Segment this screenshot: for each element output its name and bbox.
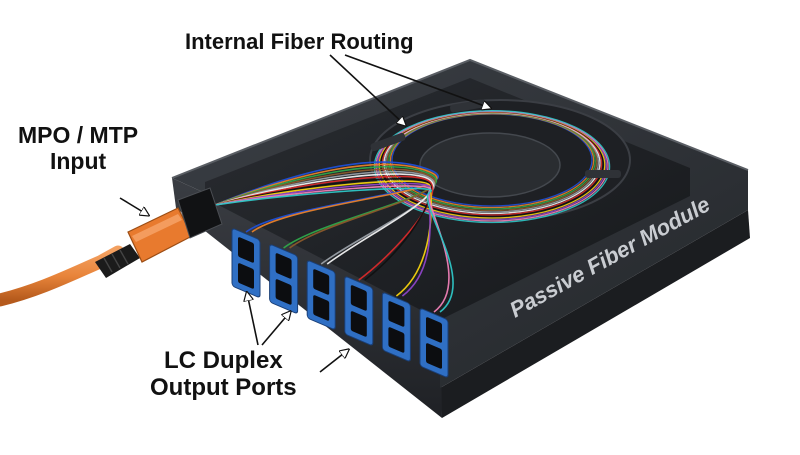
arrow-lc-output-2 [261,312,290,346]
lc-port-opening [238,237,254,263]
fiber-spool [369,99,631,224]
lc-port-opening [313,269,330,295]
fanout-fibers [214,161,454,313]
arrow-mpo-input [119,197,148,215]
lc-port-opening [238,263,254,289]
fanout-fiber-strand [214,182,431,297]
spool-clip-left [370,132,406,152]
lc-port-opening [388,301,405,327]
fanout-fiber-strand [214,180,433,297]
label-lc-line1: LC Duplex [163,347,283,374]
callout-arrows [119,54,490,373]
lc-adapter-row [231,228,449,378]
arrow-internal-routing-left [329,54,405,125]
fanout-fiber-strand [214,173,434,265]
mpo-strain-relief [95,244,140,278]
spool-hub [419,132,561,198]
housing-side-face [440,210,750,418]
label-mpo-line1: MPO / MTP [18,122,139,148]
lc-port-opening [388,327,405,353]
mpo-orange-cable [0,245,125,307]
mpo-strain-ribs [103,249,129,273]
fanout-fiber-strand [214,163,438,233]
fanout-fiber-strand [214,166,438,249]
mpo-port-bulkhead [177,187,223,239]
lc-port-opening [426,317,442,343]
housing-top-edge [171,58,749,179]
lc-port-opening [275,279,292,305]
fanout-fiber-strand [214,168,436,249]
fanout-fiber-strand [214,161,439,233]
label-lc-line2: Output Ports [150,373,297,401]
mpo-connector-shine [132,214,182,242]
label-internal-fiber-routing: Internal Fiber Routing [185,29,414,55]
lc-port-opening [350,311,367,337]
mpo-input-assembly [0,187,223,307]
label-internal-routing-text: Internal Fiber Routing [185,29,414,54]
fanout-fiber-strand [214,178,432,281]
lc-duplex-adapter [419,308,449,378]
fanout-fiber-strand [214,187,454,313]
arrow-lc-output-3 [319,350,348,373]
lc-port-opening [350,285,367,311]
fanout-fiber-strand [214,175,434,281]
lc-duplex-adapter [269,244,299,314]
lc-port-opening [426,343,442,369]
arrow-lc-output-1 [247,293,259,346]
lc-duplex-adapter [231,228,261,298]
lc-port-opening [275,253,292,279]
lc-duplex-adapter [381,292,411,362]
arrow-internal-routing-right [344,54,490,108]
label-mpo-mtp-input: MPO / MTP Input [18,122,139,175]
label-mpo-line2: Input [49,147,107,174]
lc-duplex-adapter [306,260,336,330]
lc-duplex-adapter [344,276,374,346]
spool-clip-right [585,170,621,178]
lc-port-opening [313,295,330,321]
label-lc-duplex-output-ports: LC Duplex Output Ports [150,347,297,402]
fanout-fiber-strand [214,170,436,265]
